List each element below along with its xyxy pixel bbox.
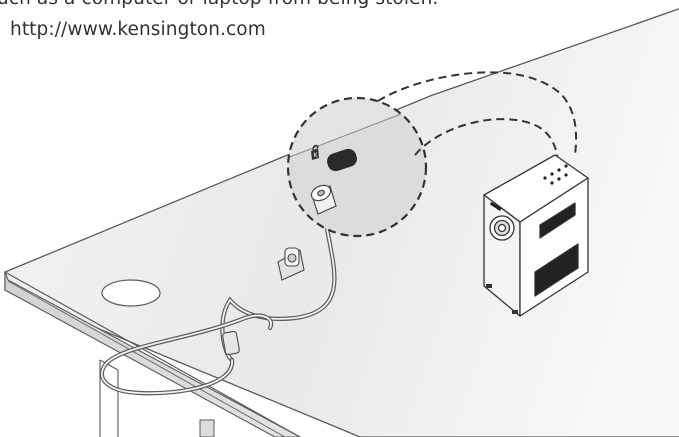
security-cable bbox=[99, 212, 337, 396]
kensington-lock-head bbox=[310, 184, 337, 215]
projector-illustration bbox=[483, 154, 589, 317]
magnifier-callout: K bbox=[286, 96, 428, 238]
kensington-url: http://www.kensington.com bbox=[10, 19, 266, 40]
instruction-text-line-1: uch as a computer or laptop from being s… bbox=[0, 0, 438, 9]
kensington-lock-icon: K bbox=[311, 144, 319, 160]
callout-connectors bbox=[377, 71, 578, 161]
cable-anchor bbox=[277, 247, 305, 281]
svg-text:K: K bbox=[314, 152, 319, 159]
